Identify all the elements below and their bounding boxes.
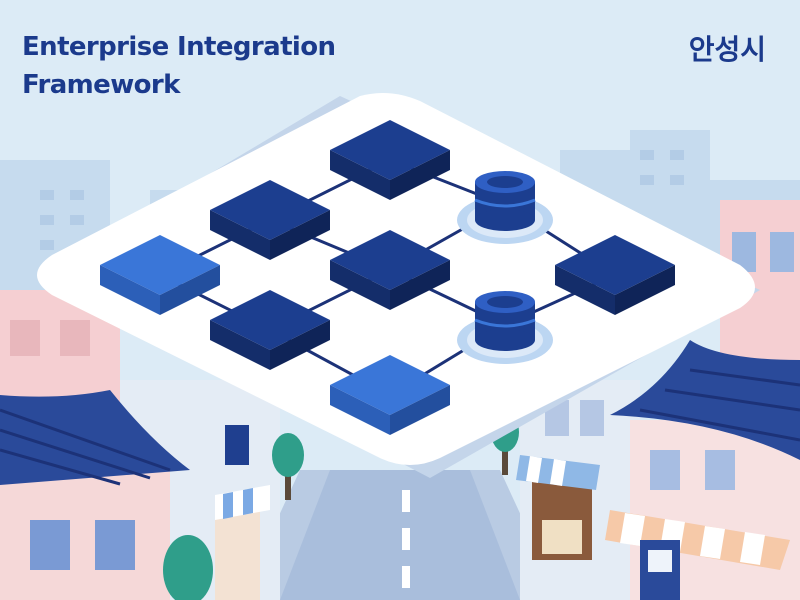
node-block-bright — [100, 235, 220, 315]
node-block — [210, 290, 330, 370]
node-block-bright — [330, 355, 450, 435]
road-markings — [402, 490, 410, 588]
database-icon — [457, 291, 553, 364]
title-line-2: Framework — [22, 70, 180, 100]
awning-icon — [215, 485, 270, 520]
hanok-left — [0, 390, 190, 600]
city-label: 안성시 — [688, 33, 766, 66]
skyline-windows — [40, 150, 684, 250]
title-line-1: Enterprise Integration — [22, 32, 336, 62]
node-block — [330, 120, 450, 200]
page-title: Enterprise Integration Framework — [22, 28, 336, 104]
node-block — [210, 180, 330, 260]
node-block — [555, 235, 675, 315]
node-block — [330, 230, 450, 310]
hanok-right — [605, 340, 800, 600]
awning-icon — [605, 510, 790, 570]
tree-icon — [272, 433, 304, 500]
database-icon — [457, 171, 553, 244]
bush — [163, 535, 213, 600]
awning-icon — [516, 455, 600, 490]
